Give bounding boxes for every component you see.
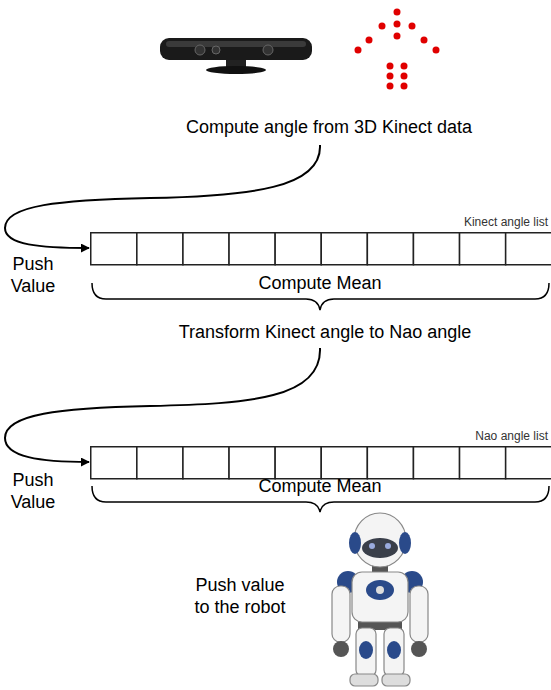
step-label: Compute Mean bbox=[258, 476, 381, 498]
list-cell bbox=[183, 447, 229, 479]
step-label: Transform Kinect angle to Nao angle bbox=[179, 322, 472, 344]
angle-list: Nao angle list bbox=[90, 428, 551, 480]
list-cell bbox=[413, 233, 459, 265]
list-cell bbox=[137, 233, 183, 265]
step-label: Push Value bbox=[3, 254, 63, 297]
list-heading: Nao angle list bbox=[475, 428, 548, 444]
list-cell bbox=[275, 233, 321, 265]
list-cells bbox=[90, 446, 551, 480]
list-cell bbox=[91, 233, 137, 265]
kinect-sensor bbox=[160, 38, 312, 74]
list-cell bbox=[137, 447, 183, 479]
list-cell bbox=[91, 447, 137, 479]
list-cell bbox=[229, 447, 275, 479]
list-cell bbox=[506, 233, 551, 265]
skeleton-dots bbox=[355, 9, 440, 90]
list-cell bbox=[321, 233, 367, 265]
list-cell bbox=[413, 447, 459, 479]
list-cells bbox=[90, 232, 551, 266]
list-cell bbox=[460, 233, 506, 265]
list-cell bbox=[506, 447, 551, 479]
nao-robot bbox=[332, 513, 428, 686]
list-cell bbox=[460, 447, 506, 479]
list-cell bbox=[183, 233, 229, 265]
step-label: Push value to the robot bbox=[187, 575, 293, 618]
list-cell bbox=[321, 447, 367, 479]
step-label: Push Value bbox=[3, 470, 63, 513]
list-heading: Kinect angle list bbox=[464, 214, 548, 230]
flow-arrow bbox=[5, 348, 320, 462]
list-cell bbox=[367, 447, 413, 479]
step-label: Compute Mean bbox=[258, 273, 381, 295]
list-cell bbox=[229, 233, 275, 265]
angle-list: Kinect angle list bbox=[90, 214, 551, 266]
list-cell bbox=[275, 447, 321, 479]
list-cell bbox=[367, 233, 413, 265]
step-label: Compute angle from 3D Kinect data bbox=[186, 117, 472, 139]
